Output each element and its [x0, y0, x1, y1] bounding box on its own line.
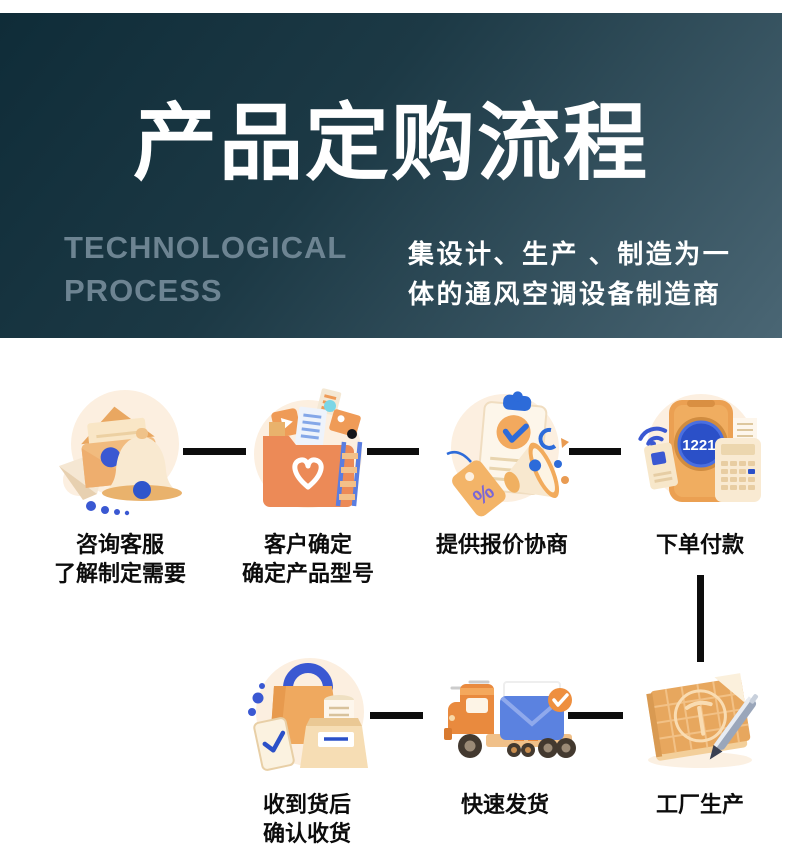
step-label-line: 客户确定 — [263, 532, 352, 557]
step-label-line: 了解制定需要 — [53, 561, 186, 586]
step-label-line: 提供报价协商 — [435, 532, 568, 557]
tagline-line2: 体的通风空调设备制造商 — [408, 279, 722, 309]
step-quotation: % 提供报价协商 — [397, 380, 607, 559]
connector-line — [569, 448, 621, 455]
step-label-line: 下单付款 — [655, 532, 744, 557]
step-label: 快速发货 — [400, 790, 610, 819]
step-order-payment: 1221. 下单付款 — [595, 380, 790, 559]
step-label-line: 快速发货 — [460, 792, 549, 817]
connector-line — [183, 448, 246, 455]
step-consult: 咨询客服 了解制定需要 — [15, 380, 225, 588]
step-label-line: 确认收货 — [262, 821, 351, 846]
subtitle-english: TECHNOLOGICAL PROCESS — [64, 226, 347, 312]
step-fast-shipping: 快速发货 — [400, 640, 610, 819]
step-label: 咨询客服 了解制定需要 — [15, 530, 225, 588]
phone-display-number: 1221. — [682, 437, 720, 454]
step-label-line: 咨询客服 — [75, 532, 164, 557]
step-receive-goods: 收到货后 确认收货 — [202, 640, 412, 848]
connector-line — [367, 448, 419, 455]
bag-box-icon — [248, 658, 368, 771]
envelope-bell-icon — [59, 390, 182, 516]
step-label: 客户确定 确定产品型号 — [203, 530, 413, 588]
page-title: 产品定购流程 — [132, 96, 649, 190]
step-label: 收到货后 确认收货 — [202, 790, 412, 848]
header-banner: 产品定购流程 TECHNOLOGICAL PROCESS 集设计、生产 、制造为… — [0, 13, 782, 338]
delivery-truck-icon — [444, 680, 576, 758]
folder-heart-icon — [254, 388, 363, 508]
step-label: 工厂生产 — [595, 790, 790, 819]
subtitle-english-line2: PROCESS — [64, 273, 223, 308]
tagline: 集设计、生产 、制造为一 体的通风空调设备制造商 — [408, 234, 731, 314]
step-label: 提供报价协商 — [397, 530, 607, 559]
connector-line — [568, 712, 623, 719]
step-confirm-model: 客户确定 确定产品型号 — [203, 380, 413, 588]
step-factory-production: 工厂生产 — [595, 640, 790, 819]
step-label: 下单付款 — [595, 530, 790, 559]
clipboard-quote-icon: % — [446, 391, 569, 517]
subtitle-english-line1: TECHNOLOGICAL — [64, 230, 348, 265]
step-label-line: 收到货后 — [262, 792, 351, 817]
drafting-board-icon — [646, 673, 759, 768]
tagline-line1: 集设计、生产 、制造为一 — [408, 239, 732, 269]
step-label-line: 工厂生产 — [655, 792, 744, 817]
phone-payment-icon: 1221. — [638, 394, 761, 502]
connector-line — [370, 712, 423, 719]
connector-line-vertical — [697, 575, 704, 662]
step-label-line: 确定产品型号 — [241, 561, 374, 586]
